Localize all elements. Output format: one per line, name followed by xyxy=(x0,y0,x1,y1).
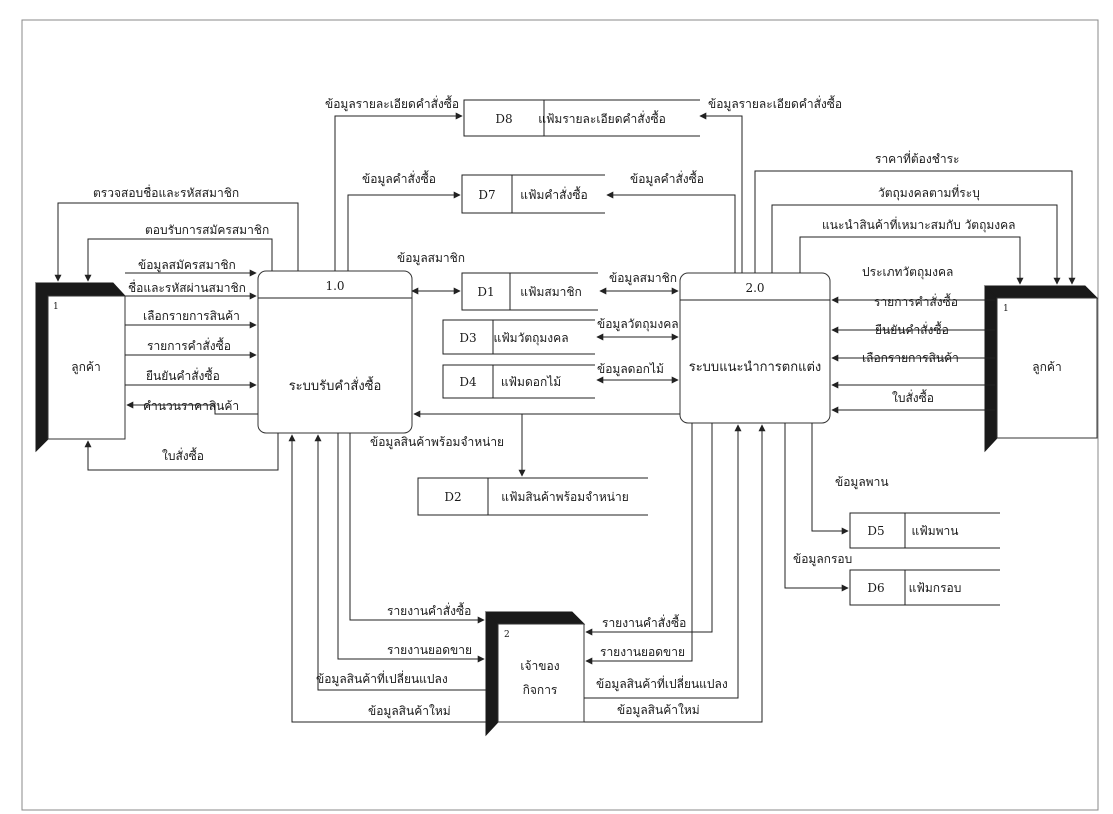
store-id: D2 xyxy=(444,490,461,504)
flow-label: ชื่อและรหัสผ่านสมาชิก xyxy=(128,279,246,295)
flow-label: ข้อมูลสินค้าที่เปลี่ยนแปลง xyxy=(316,670,448,687)
entity-owner: 2 เจ้าของ กิจการ xyxy=(484,611,586,737)
flow-label: วัตถุมงคลตามที่ระบุ xyxy=(878,184,980,201)
flow-labels: ข้อมูลรายละเอียดคำสั่งซื้อ ข้อมูลรายละเอ… xyxy=(93,95,1016,719)
store-d8: D8 แฟ้มรายละเอียดคำสั่งซื้อ xyxy=(463,99,700,137)
store-id: D1 xyxy=(477,285,494,299)
flow-label: ข้อมูลคำสั่งซื้อ xyxy=(630,170,704,187)
entity-customer-left: 1 ลูกค้า xyxy=(34,282,127,453)
process-1: 1.0 ระบบรับคำสั่งซื้อ xyxy=(257,270,413,434)
flow-label: ยืนยันคำสั่งซื้อ xyxy=(875,321,949,337)
store-d5: D5 แฟ้มพาน xyxy=(849,512,1000,549)
flow-label: ประเภทวัตถุมงคล xyxy=(862,265,953,280)
entity-number: 1 xyxy=(53,302,59,312)
store-d3: D3 แฟ้มวัตถุมงคล xyxy=(442,319,595,355)
flow-label: ยืนยันคำสั่งซื้อ xyxy=(146,367,220,383)
flow-label: รายงานคำสั่งซื้อ xyxy=(387,602,471,618)
store-label: แฟ้มพาน xyxy=(912,524,959,538)
store-d1: D1 แฟ้มสมาชิก xyxy=(461,272,598,311)
process-2: 2.0 ระบบแนะนำการตกแต่ง xyxy=(679,272,831,424)
store-label: แฟ้มกรอบ xyxy=(909,581,962,595)
flow-label: ใบสั่งซื้อ xyxy=(892,389,934,405)
flow-label: ข้อมูลสมาชิก xyxy=(397,251,465,266)
store-label: แฟ้มคำสั่งซื้อ xyxy=(520,186,587,202)
entity-label-line2: กิจการ xyxy=(523,683,558,697)
store-id: D8 xyxy=(495,112,512,126)
flow-label: ข้อมูลสินค้าพร้อมจำหน่าย xyxy=(370,435,504,450)
flow-label: ตอบรับการสมัครสมาชิก xyxy=(145,223,269,237)
entity-label: ลูกค้า xyxy=(1032,360,1061,375)
flow-label: เลือกรายการสินค้า xyxy=(143,309,240,323)
flow-label: ข้อมูลรายละเอียดคำสั่งซื้อ xyxy=(325,95,459,112)
flow-label: ตรวจสอบชื่อและรหัสสมาชิก xyxy=(93,184,239,200)
process-number: 1.0 xyxy=(325,279,344,293)
flow-label: รายงานยอดขาย xyxy=(387,643,472,657)
process-number: 2.0 xyxy=(745,281,764,295)
flow-label: ข้อมูลรายละเอียดคำสั่งซื้อ xyxy=(708,95,842,112)
store-label: แฟ้มรายละเอียดคำสั่งซื้อ xyxy=(538,110,666,126)
entity-customer-right: 1 ลูกค้า xyxy=(983,285,1099,453)
flow-label: ข้อมูลวัตถุมงคล xyxy=(597,317,679,332)
flow-label: ข้อมูลกรอบ xyxy=(793,552,852,567)
flow-label: ใบสั่งซื้อ xyxy=(162,447,204,463)
flow-label: รายงานยอดขาย xyxy=(600,645,685,659)
flow-label: คำนวนราคาสินค้า xyxy=(143,399,239,413)
flow-label: เลือกรายการสินค้า xyxy=(862,351,959,365)
flow-label: ราคาที่ต้องชำระ xyxy=(875,150,960,166)
flow-label: ข้อมูลสินค้าที่เปลี่ยนแปลง xyxy=(596,675,728,692)
store-label: แฟ้มสินค้าพร้อมจำหน่าย xyxy=(501,490,629,504)
process-label: ระบบรับคำสั่งซื้อ xyxy=(289,376,382,394)
flow-label: ข้อมูลสมัครสมาชิก xyxy=(138,258,236,273)
flow-label: ข้อมูลดอกไม้ xyxy=(597,362,664,377)
store-id: D4 xyxy=(459,375,477,389)
store-label: แฟ้มวัตถุมงคล xyxy=(493,331,568,346)
flow-label: แนะนำสินค้าที่เหมาะสมกับ วัตถุมงคล xyxy=(822,216,1016,233)
flow-label: รายงานคำสั่งซื้อ xyxy=(602,614,686,630)
page-frame xyxy=(21,19,1099,811)
entity-number: 2 xyxy=(504,630,510,640)
store-id: D5 xyxy=(867,524,884,538)
process-label: ระบบแนะนำการตกแต่ง xyxy=(689,360,822,375)
store-id: D3 xyxy=(459,331,476,345)
store-d7: D7 แฟ้มคำสั่งซื้อ xyxy=(461,174,605,214)
flow-label: ข้อมูลคำสั่งซื้อ xyxy=(362,170,436,187)
store-label: แฟ้มสมาชิก xyxy=(520,285,582,299)
store-d2: D2 แฟ้มสินค้าพร้อมจำหน่าย xyxy=(417,477,648,516)
store-id: D7 xyxy=(478,188,495,202)
flow-label: ข้อมูลสินค้าใหม่ xyxy=(368,704,451,719)
store-d4: D4 แฟ้มดอกไม้ xyxy=(442,364,595,399)
flow-label: ข้อมูลสมาชิก xyxy=(609,271,677,286)
flow-label: รายการคำสั่งซื้อ xyxy=(874,293,958,309)
entity-label-line1: เจ้าของ xyxy=(520,659,559,673)
store-label: แฟ้มดอกไม้ xyxy=(501,375,561,389)
flow-label: รายการคำสั่งซื้อ xyxy=(147,337,231,353)
store-d6: D6 แฟ้มกรอบ xyxy=(849,569,1000,606)
entity-label: ลูกค้า xyxy=(71,360,100,375)
store-id: D6 xyxy=(867,581,884,595)
flow-label: ข้อมูลสินค้าใหม่ xyxy=(617,703,700,718)
flow-label: ข้อมูลพาน xyxy=(835,475,889,490)
flow-lines xyxy=(54,112,1076,723)
entity-number: 1 xyxy=(1003,304,1009,314)
